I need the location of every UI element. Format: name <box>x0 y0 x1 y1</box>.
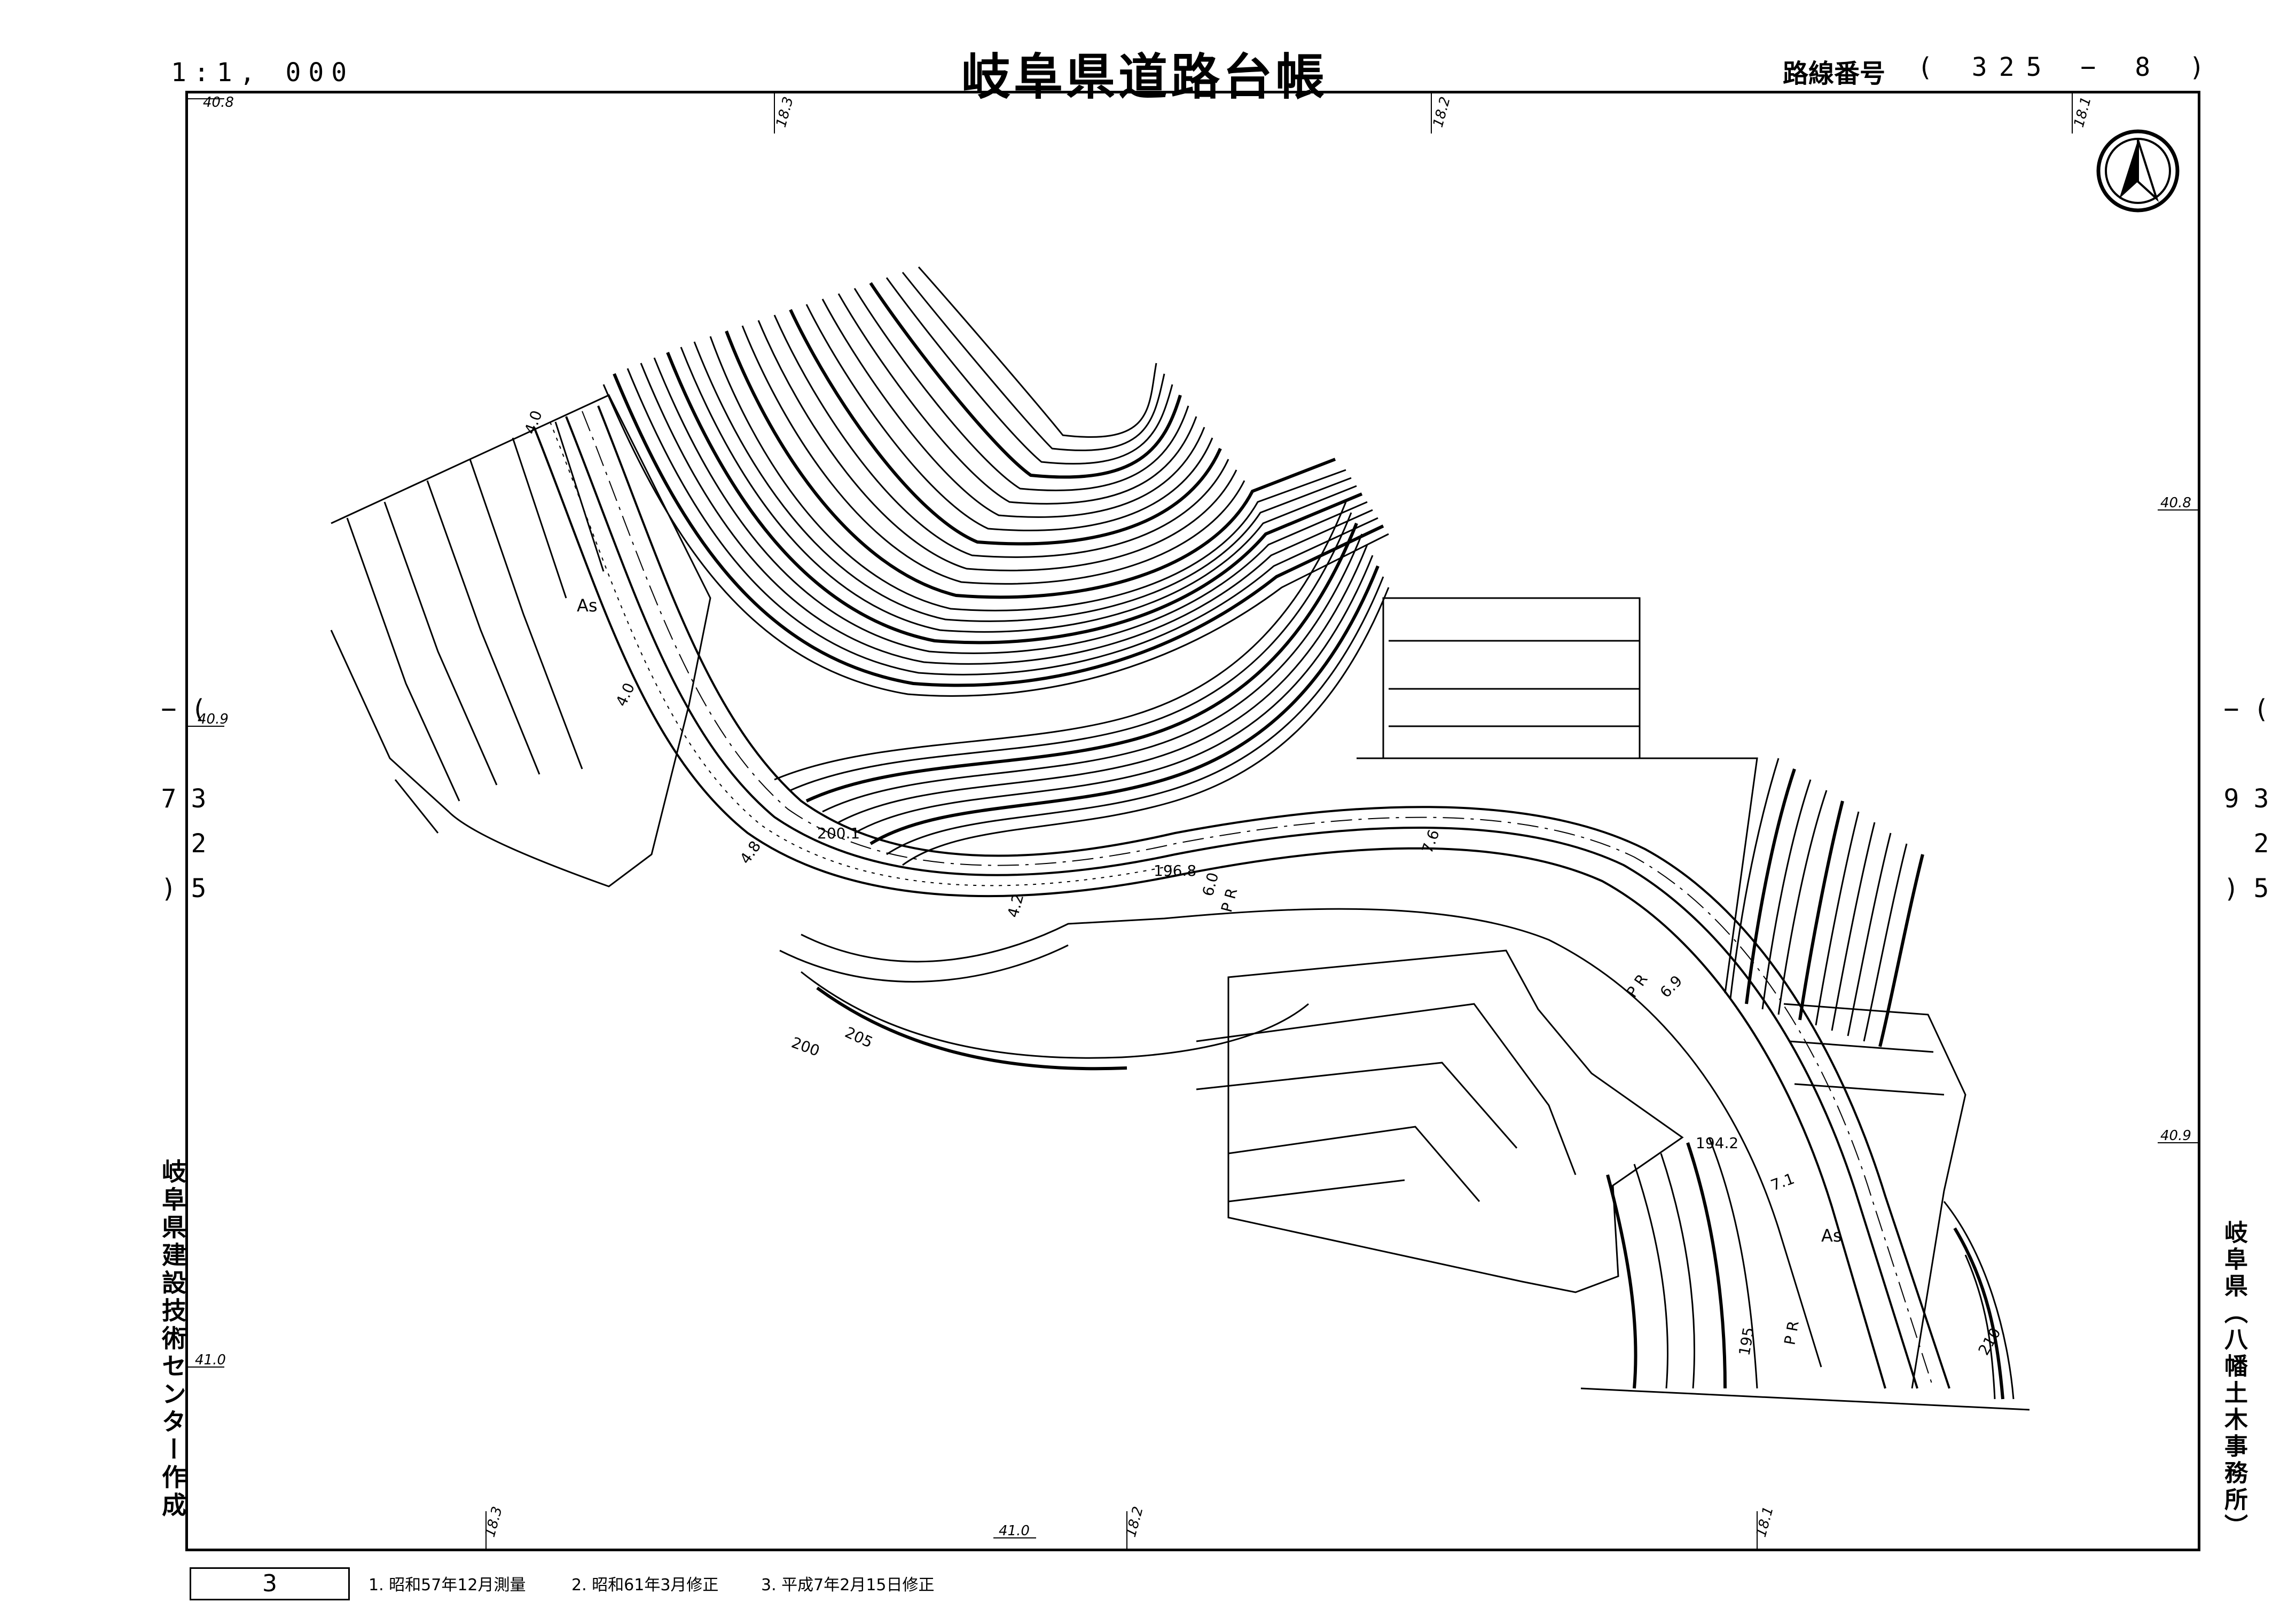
page-title: 岐阜県道路台帳 <box>961 48 1328 106</box>
grid-label: 18.2 <box>1123 1505 1147 1539</box>
grid-ticks <box>187 93 2200 1549</box>
pr-label: P R <box>1218 886 1241 914</box>
width-label: 7.1 <box>1768 1169 1797 1194</box>
route-number-label: 路線番号 <box>1783 59 1886 89</box>
contour-label: 205 <box>842 1023 875 1051</box>
contour-label: 210 <box>1974 1325 2004 1358</box>
surface-label: As <box>1821 1226 1842 1246</box>
grid-label: 18.1 <box>2071 95 2095 129</box>
grid-label: 40.8 <box>2160 495 2191 511</box>
left-terraces <box>330 394 711 888</box>
grid-label: 18.2 <box>1430 95 1454 129</box>
contour-label: 200 <box>789 1034 822 1060</box>
upper-slope-contours <box>602 266 1390 866</box>
revision-1: 1. 昭和57年12月測量 <box>369 1576 526 1595</box>
creator-text: 岐阜県建設技術センター作成 <box>158 1159 187 1520</box>
grid-label: 41.0 <box>195 1352 226 1368</box>
center-terraces <box>1196 597 1758 1293</box>
grid-label: 40.8 <box>203 95 234 111</box>
grid-label: 18.3 <box>482 1505 506 1539</box>
adjacent-sheet-left: ( 325 − 7 ) <box>154 694 214 918</box>
width-label: 4.0 <box>521 408 546 436</box>
width-label: 6.9 <box>1657 972 1686 1001</box>
road-alignment <box>533 405 1950 1389</box>
revision-2: 2. 昭和61年3月修正 <box>571 1576 719 1595</box>
width-label: 4.0 <box>612 680 638 709</box>
pr-label: P R <box>1623 971 1651 1001</box>
elevation-label: 200.1 <box>817 824 860 842</box>
route-number: ( 325 − 8 ) <box>1917 52 2216 82</box>
grid-label: 40.9 <box>198 711 229 727</box>
north-arrow-icon <box>2096 129 2180 213</box>
width-label: 6.0 <box>1199 870 1222 898</box>
map-scale: 1:1, 000 <box>171 58 355 88</box>
grid-label: 18.1 <box>1753 1505 1777 1539</box>
grid-label: 41.0 <box>999 1523 1030 1539</box>
lower-slope-contours <box>801 971 2030 1411</box>
grid-label: 18.3 <box>773 95 797 129</box>
elevation-label: 194.2 <box>1696 1134 1738 1152</box>
elevation-label: 196.8 <box>1154 862 1196 879</box>
surface-label: As <box>577 595 598 616</box>
sheet-number: 3 <box>190 1567 350 1600</box>
map-frame <box>185 91 2200 1551</box>
office-text: 岐阜県（八幡土木事務所） <box>2220 1220 2247 1541</box>
revision-3: 3. 平成7年2月15日修正 <box>761 1576 935 1595</box>
width-label: 7.6 <box>1419 827 1443 855</box>
grid-label: 40.9 <box>2160 1128 2191 1144</box>
right-slope-contours <box>1729 758 2015 1400</box>
adjacent-sheet-right: ( 325 − 9 ) <box>2216 694 2276 918</box>
pr-label: P R <box>1781 1320 1802 1346</box>
